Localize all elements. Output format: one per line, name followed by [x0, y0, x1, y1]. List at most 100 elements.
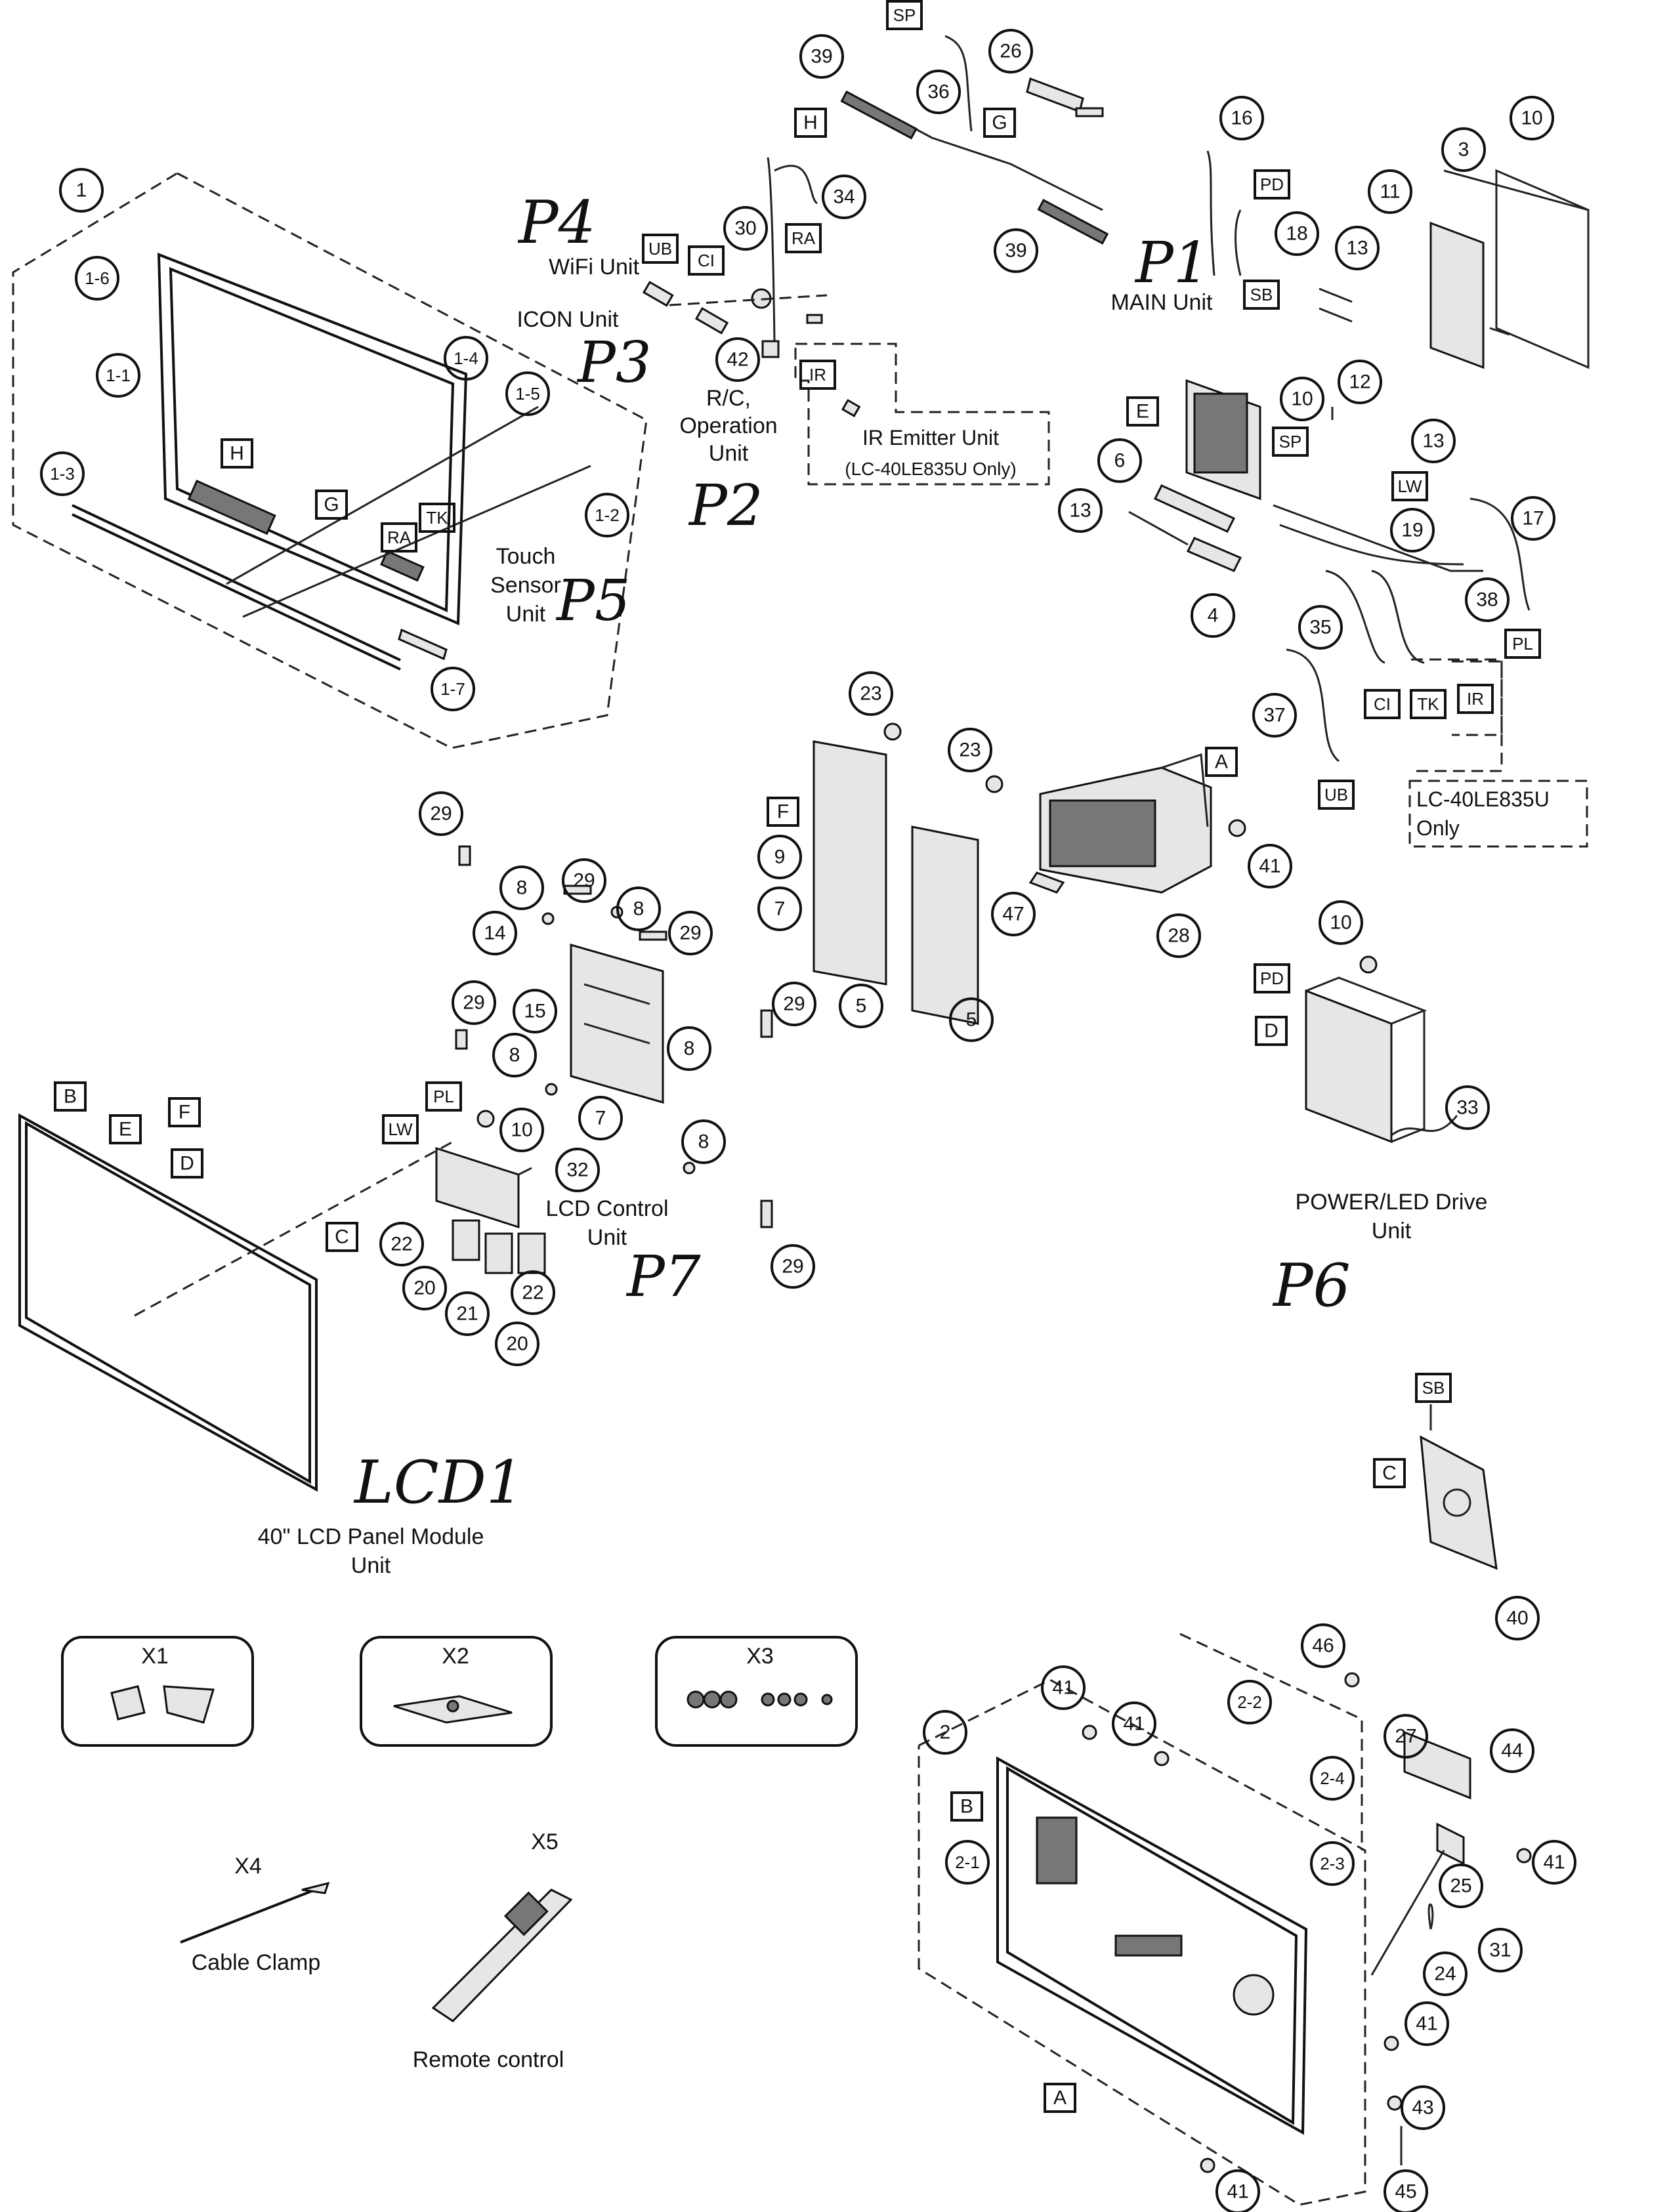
connector-B-panel: B: [54, 1081, 87, 1112]
svg-text:41: 41: [1259, 856, 1280, 877]
callout-3: 3: [1441, 127, 1486, 172]
callout-14: 14: [473, 911, 517, 955]
svg-text:1: 1: [76, 180, 87, 201]
connector-RA-rc: RA: [785, 223, 822, 253]
connector-TK-main: TK: [1410, 689, 1447, 719]
callout-39: 39: [799, 34, 844, 79]
connector-TK-front: TK: [419, 503, 455, 533]
callout-41d: 41: [1405, 2001, 1449, 2046]
hand-p3: P3: [576, 330, 652, 396]
svg-text:29: 29: [783, 993, 805, 1015]
callout-22b: 22: [511, 1270, 555, 1315]
svg-text:B: B: [960, 1796, 973, 1818]
callout-29: 29: [419, 791, 463, 836]
connector-IR-main: IR: [1457, 684, 1494, 714]
label-icon-unit: ICON Unit: [517, 307, 619, 332]
callout-41b: 41: [1112, 1701, 1156, 1746]
callout-41: 41: [1041, 1665, 1086, 1710]
hand-p5: P5: [555, 568, 631, 634]
connector-C-stand: C: [1373, 1458, 1406, 1488]
callout-27: 27: [1384, 1714, 1428, 1759]
svg-text:41: 41: [1543, 1852, 1565, 1873]
callout-13: 13: [1335, 226, 1380, 270]
svg-text:10: 10: [1291, 388, 1313, 410]
speaker-cables: [840, 35, 1109, 245]
connector-SB-main: SB: [1243, 280, 1280, 310]
svg-text:10: 10: [511, 1119, 532, 1141]
svg-text:11: 11: [1380, 181, 1400, 203]
label-rc-unit: R/C, Operation Unit: [679, 386, 777, 466]
callout-10b: 10: [1280, 377, 1324, 421]
callout-15: 15: [513, 989, 557, 1033]
svg-text:SB: SB: [1250, 285, 1273, 304]
main-unit-area: [1128, 150, 1590, 772]
callout-5b: 5: [949, 997, 994, 1042]
label-lcd-control: LCD Control Unit: [545, 1196, 668, 1250]
callout-33: 33: [1445, 1085, 1490, 1130]
svg-text:1-6: 1-6: [85, 268, 110, 288]
svg-text:D: D: [180, 1153, 194, 1175]
svg-text:18: 18: [1286, 223, 1307, 245]
svg-text:8: 8: [698, 1131, 709, 1153]
callout-30: 30: [723, 206, 768, 251]
connector-D-panel: D: [171, 1148, 203, 1179]
svg-text:G: G: [324, 494, 339, 516]
svg-text:29: 29: [782, 1256, 803, 1278]
callout-32: 32: [555, 1148, 600, 1192]
connector-UB-main: UB: [1318, 780, 1355, 810]
callout-24: 24: [1423, 1951, 1468, 1996]
callout-1-2: 1-2: [585, 493, 629, 537]
callout-36: 36: [916, 70, 961, 114]
svg-text:15: 15: [524, 1001, 545, 1022]
svg-text:20: 20: [506, 1333, 528, 1355]
svg-text:5: 5: [966, 1009, 977, 1031]
svg-text:13: 13: [1346, 238, 1368, 259]
wifi-icon-rc-units: [642, 157, 828, 358]
svg-text:41: 41: [1227, 2181, 1248, 2203]
svg-text:29: 29: [463, 992, 484, 1014]
callout-8: 8: [499, 866, 544, 910]
svg-text:20: 20: [413, 1278, 435, 1299]
label-touch-sensor: Touch Sensor Unit: [490, 544, 561, 627]
connector-H-cable: H: [794, 108, 827, 138]
callout-1: 1: [59, 168, 104, 213]
bracket-section: [455, 845, 773, 1228]
svg-text:26: 26: [1000, 41, 1021, 62]
svg-text:PL: PL: [1512, 634, 1533, 654]
svg-text:B: B: [64, 1086, 77, 1108]
middle-section: [813, 722, 1246, 1025]
connector-IR-emitter: IR: [799, 360, 836, 390]
callout-41c: 41: [1532, 1840, 1576, 1885]
svg-text:LW: LW: [1397, 476, 1422, 496]
callout-43: 43: [1401, 2085, 1445, 2130]
svg-text:A: A: [1053, 2087, 1067, 2109]
accessory-x2: X2: [442, 1644, 469, 1669]
callout-39b: 39: [994, 228, 1038, 273]
callout-26: 26: [988, 29, 1033, 73]
svg-text:8: 8: [684, 1038, 695, 1060]
front-cabinet-group: [12, 172, 648, 749]
svg-text:22: 22: [391, 1234, 412, 1255]
svg-text:23: 23: [860, 683, 881, 705]
connector-E-panel: E: [109, 1114, 142, 1144]
hand-p2: P2: [688, 473, 763, 539]
callout-29c: 29: [668, 911, 713, 955]
svg-text:PD: PD: [1260, 175, 1284, 194]
svg-text:42: 42: [727, 349, 748, 371]
callout-29e: 29: [772, 982, 816, 1026]
callout-8d: 8: [492, 1033, 537, 1077]
svg-text:2-3: 2-3: [1320, 1854, 1345, 1873]
svg-text:D: D: [1264, 1020, 1278, 1042]
svg-text:29: 29: [430, 803, 452, 825]
svg-text:SP: SP: [893, 5, 916, 25]
svg-text:TK: TK: [426, 508, 448, 528]
svg-text:19: 19: [1401, 520, 1423, 541]
callout-44: 44: [1490, 1728, 1534, 1773]
stand-bracket: [1420, 1404, 1498, 1570]
svg-text:13: 13: [1422, 430, 1444, 452]
label-cable-clamp: Cable Clamp: [192, 1950, 321, 1975]
label-power-unit: POWER/LED Drive Unit: [1296, 1190, 1488, 1243]
svg-text:30: 30: [734, 218, 756, 240]
svg-text:SP: SP: [1279, 432, 1302, 451]
label-model-note: LC-40LE835U Only: [1416, 787, 1550, 840]
